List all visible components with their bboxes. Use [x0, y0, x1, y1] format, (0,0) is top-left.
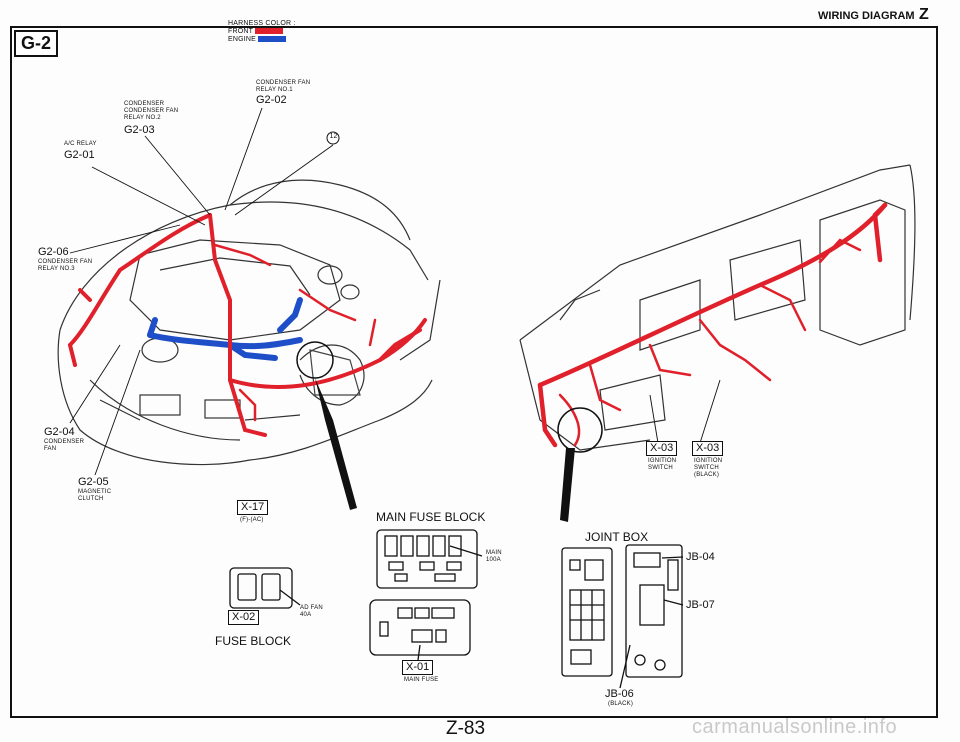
g201-code: G2-01	[64, 149, 95, 161]
reference-number: 12	[329, 133, 338, 140]
connector-x17-note: (F)-(AC)	[240, 517, 264, 523]
g206-title: CONDENSER FAN RELAY NO.3	[38, 259, 93, 272]
g201-title: A/C RELAY	[64, 141, 97, 147]
front-harness	[68, 213, 427, 437]
watermark-text: carmanualsonline.info	[692, 716, 898, 738]
harness-color-legend: HARNESS COLOR : FRONT ENGINE	[228, 12, 296, 44]
connector-x01-title: MAIN FUSE	[404, 677, 439, 683]
g202-title: CONDENSER FAN RELAY NO.1	[256, 80, 311, 93]
joint-box-drawing	[561, 544, 684, 689]
connector-x02: X-02	[228, 610, 260, 625]
g206-code: G2-06	[38, 246, 69, 258]
page-code: G-2	[21, 33, 52, 53]
fuse-block-drawing	[229, 567, 301, 609]
connector-x01: X-01	[402, 660, 434, 675]
engine-harness	[147, 297, 303, 361]
detail-circle-dash	[557, 407, 603, 453]
main-fuse-block-title: MAIN FUSE BLOCK	[376, 510, 486, 524]
detail-pointer-front	[315, 378, 357, 510]
engine-label: ENGINE	[228, 36, 257, 43]
page-number: Z-83	[446, 718, 486, 739]
g205-title: MAGNETIC CLUTCH	[78, 489, 112, 502]
g204-title: CONDENSER FAN	[44, 439, 85, 452]
connector-x03-b-title: IGNITION SWITCH (BLACK)	[694, 458, 723, 478]
g203-title: CONDENSER CONDENSER FAN RELAY NO.2	[124, 101, 179, 121]
jb07-label: JB-07	[686, 599, 715, 611]
dashboard-harness	[537, 202, 888, 448]
front-label: FRONT	[228, 28, 254, 35]
harness-color-label: HARNESS COLOR :	[228, 20, 296, 27]
detail-circle-front	[296, 341, 334, 379]
callout-leaders	[69, 107, 721, 476]
connector-x03-b: X-03	[692, 441, 724, 456]
main-fuse-note: MAIN 100A	[486, 550, 502, 563]
g203-code: G2-03	[124, 124, 155, 136]
front-color-swatch	[255, 28, 284, 35]
engine-color-swatch	[258, 36, 287, 43]
connector-x03-a: X-03	[646, 441, 678, 456]
jb06-note: (BLACK)	[608, 701, 634, 707]
connector-x17: X-17	[237, 500, 269, 515]
section-letter: Z	[919, 6, 929, 23]
main-fuse-block-top	[376, 529, 483, 589]
g205-code: G2-05	[78, 476, 109, 488]
jb04-label: JB-04	[686, 551, 715, 563]
ad-fan-note: AD FAN 40A	[300, 605, 323, 618]
jb06-label: JB-06	[605, 688, 634, 700]
dashboard-outline	[519, 164, 916, 451]
detail-pointer-dash	[560, 448, 575, 522]
page-code-box: G-2	[14, 30, 59, 57]
engine-bay-outline	[57, 179, 441, 466]
diagram-title-text: WIRING DIAGRAM	[818, 10, 915, 22]
connector-x03-a-title: IGNITION SWITCH	[648, 458, 677, 471]
g204-code: G2-04	[44, 426, 75, 438]
joint-box-title: JOINT BOX	[585, 530, 649, 544]
g202-code: G2-02	[256, 94, 287, 106]
fuse-block-title: FUSE BLOCK	[215, 634, 292, 648]
diagram-title: WIRING DIAGRAM Z	[818, 6, 929, 24]
main-fuse-block-bottom	[369, 599, 471, 661]
reference-circle	[326, 131, 340, 145]
